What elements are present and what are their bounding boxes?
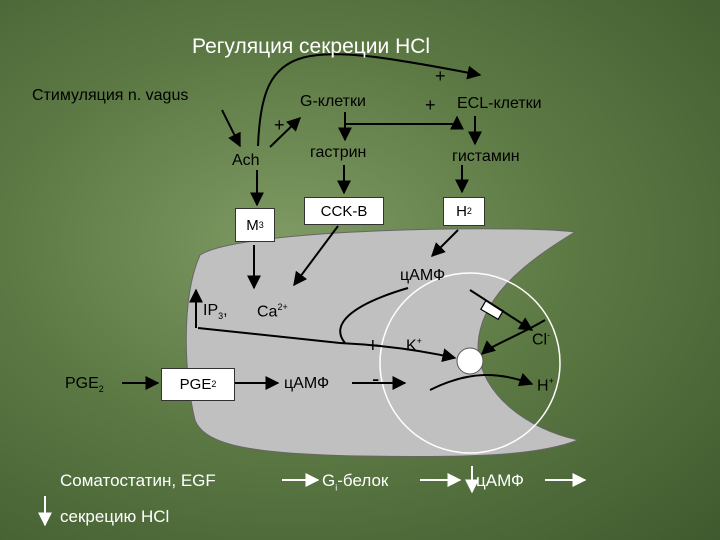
arrow-cl [469, 289, 534, 331]
label-g-cells: G-клетки [300, 93, 366, 110]
minus-sign: - [372, 366, 380, 391]
label-hydrogen: H+ [537, 377, 554, 394]
label-pge2: PGE2 [65, 376, 104, 394]
label-gastrin: гастрин [310, 144, 367, 161]
receptor-cckb-box: CCK-B [304, 197, 384, 225]
pge2-box-text: PGE [179, 376, 212, 393]
label-ach: Ach [232, 152, 260, 169]
k-text: K [406, 337, 417, 355]
label-ip3: IP3, [203, 303, 228, 321]
arrow-vagus-ach [221, 109, 241, 148]
ca-superscript: 2+ [277, 302, 288, 312]
cckb-text: CCK-B [320, 202, 368, 220]
bottom-gi-protein: Gi-белок [322, 472, 388, 492]
arrow-ach-ecl [257, 53, 482, 147]
pge2-box-subscript: 2 [211, 379, 217, 389]
k-superscript: + [416, 336, 422, 346]
pge2-text: PGE [65, 375, 99, 392]
line-camp-pump [339, 287, 409, 344]
m3-text: M [246, 216, 259, 234]
arrow-h2-camp [431, 229, 459, 257]
ip3-text: IP [203, 302, 219, 319]
m3-subscript: 3 [258, 219, 264, 230]
plus-sign-1: + [274, 115, 285, 135]
slide-title: Регуляция секреции HCl [192, 35, 431, 58]
cl-text: Cl [532, 331, 548, 349]
ip3-subscript: 3 [218, 311, 224, 322]
label-camp-upper: цАМФ [400, 267, 446, 284]
gi-text: G [322, 471, 336, 490]
bottom-somatostatin: Соматостатин, EGF [60, 471, 216, 490]
h-text: H [537, 377, 549, 395]
ca-text: Ca [257, 303, 278, 321]
gi-rest: -белок [337, 471, 389, 490]
label-ecl-cells: ECL-клетки [457, 95, 542, 112]
arrow-cckb-ca [293, 225, 339, 287]
line-ip3-pump [197, 327, 341, 344]
arrow-h [429, 373, 534, 391]
pge2-subscript: 2 [98, 384, 104, 395]
h-superscript: + [548, 376, 554, 386]
h2-subscript: 2 [466, 206, 472, 216]
h2-text: H [456, 203, 467, 220]
bottom-camp: цАМФ [476, 471, 524, 490]
arrow-k [480, 319, 546, 355]
cl-superscript: - [547, 330, 551, 340]
label-vagus: Стимуляция n. vagus [32, 87, 189, 104]
plus-sign-3: + [425, 95, 436, 115]
label-histamine: гистамин [452, 148, 520, 165]
label-calcium: Ca2+ [257, 303, 288, 320]
canaliculus-circle [379, 272, 561, 454]
gi-subscript: i [335, 482, 338, 493]
pump-circle [456, 347, 484, 375]
label-potassium: K+ [406, 337, 422, 354]
label-chloride: Cl- [532, 331, 550, 348]
arrow-to-pump [339, 342, 457, 363]
label-camp-lower: цАМФ [284, 375, 330, 392]
arrow-gastrin-ecl [344, 115, 464, 130]
plus-sign-4: + [367, 335, 379, 357]
ip3-comma: , [223, 302, 228, 319]
plus-sign-2: + [435, 66, 446, 86]
bottom-secretion: секрецию HCl [60, 507, 170, 526]
arrow-ach-gcells [269, 117, 302, 148]
